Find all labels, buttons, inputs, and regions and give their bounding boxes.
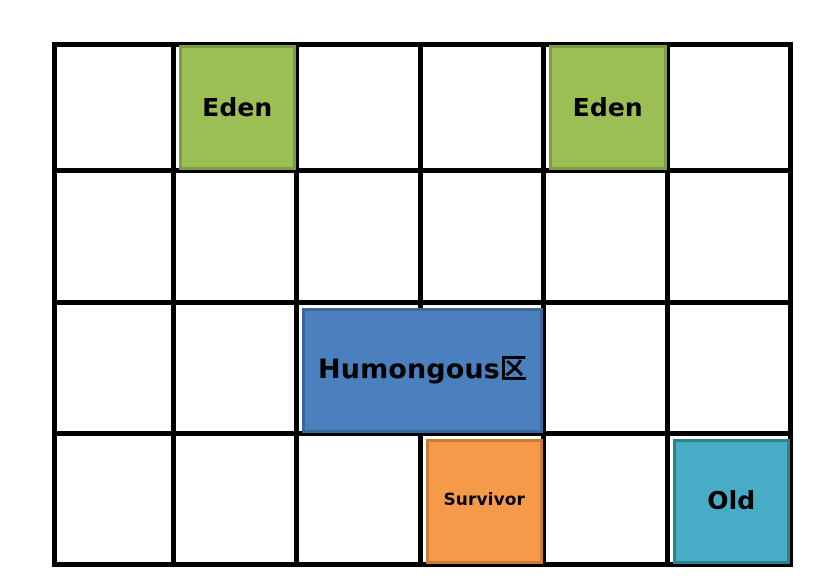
grid-cell-r4-c2[interactable] xyxy=(175,435,299,567)
grid-cell-r4-c3[interactable] xyxy=(299,435,423,567)
grid-cell-r3-c5[interactable] xyxy=(546,304,670,436)
region-old[interactable]: Old xyxy=(672,438,790,564)
grid-cell-r2-c4[interactable] xyxy=(422,173,546,305)
grid-cell-r2-c3[interactable] xyxy=(299,173,423,305)
region-label-survivor: Survivor xyxy=(443,490,526,511)
region-humongous-ku[interactable]: Humongous区 xyxy=(302,307,543,433)
grid-cell-r2-c5[interactable] xyxy=(546,173,670,305)
region-label-old: Old xyxy=(707,486,756,516)
grid-cell-r2-c6[interactable] xyxy=(669,173,793,305)
grid-cell-r3-c6[interactable] xyxy=(669,304,793,436)
grid-cell-r1-c1[interactable] xyxy=(52,42,176,174)
grid-cell-r2-c2[interactable] xyxy=(175,173,299,305)
region-label-humongous-ku: Humongous区 xyxy=(318,353,527,385)
grid-cell-r3-c1[interactable] xyxy=(52,304,176,436)
grid-cell-r1-c4[interactable] xyxy=(422,42,546,174)
region-eden-left[interactable]: Eden xyxy=(178,45,296,171)
region-survivor[interactable]: Survivor xyxy=(425,438,543,564)
grid-cell-r1-c6[interactable] xyxy=(669,42,793,174)
grid-cell-r2-c1[interactable] xyxy=(52,173,176,305)
grid-cell-r4-c5[interactable] xyxy=(546,435,670,567)
grid-cell-r3-c2[interactable] xyxy=(175,304,299,436)
region-label-eden-left: Eden xyxy=(202,92,273,122)
region-label-eden-right: Eden xyxy=(572,92,643,122)
grid-cell-r4-c1[interactable] xyxy=(52,435,176,567)
region-eden-right[interactable]: Eden xyxy=(549,45,667,171)
grid-cell-r1-c3[interactable] xyxy=(299,42,423,174)
